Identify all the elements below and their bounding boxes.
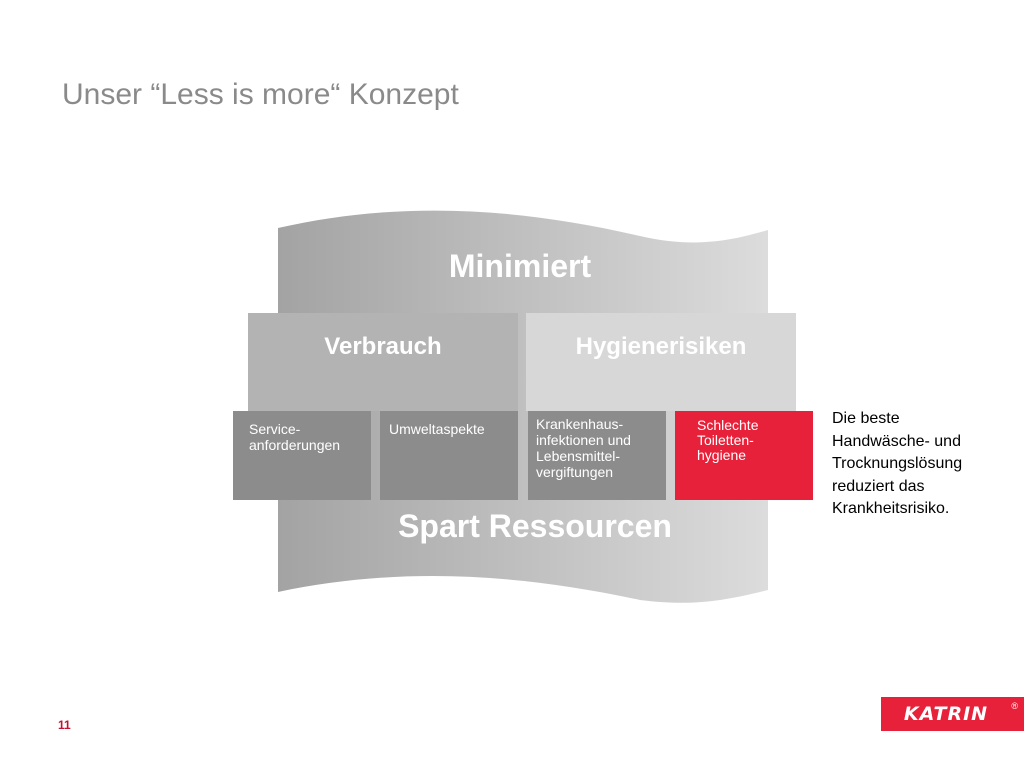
note-line: Die beste	[832, 410, 900, 427]
note-line: Handwäsche- und	[832, 432, 961, 450]
spart-ressourcen-label: Spart Ressourcen	[398, 508, 672, 544]
item-line: Toiletten-	[697, 432, 754, 448]
item-line: infektionen und	[536, 432, 631, 448]
panel-verbrauch-label: Verbrauch	[324, 333, 442, 360]
katrin-logo: KATRIN ®	[881, 697, 1024, 731]
item-line: vergiftungen	[536, 464, 614, 480]
page-number: 11	[58, 718, 71, 732]
note-text: Die beste Handwäsche- und Trocknungslösu…	[832, 408, 1017, 521]
item-umweltaspekte: Umweltaspekte	[380, 411, 518, 500]
logo-wordmark: KATRIN	[903, 703, 989, 725]
slide-title: Unser “Less is more“ Konzept	[62, 78, 459, 111]
note-line: Krankheitsrisiko.	[832, 500, 950, 517]
item-line: Schlechte	[697, 417, 759, 433]
item-serviceanforderungen: Service- anforderungen	[233, 411, 371, 500]
registered-mark: ®	[1011, 701, 1018, 711]
item-line: Umweltaspekte	[389, 421, 485, 437]
item-toilettenhygiene-highlight: Schlechte Toiletten- hygiene	[675, 411, 813, 500]
note-line: reduziert das	[832, 477, 925, 495]
note-line: Trocknungslösung	[832, 455, 963, 472]
item-line: Service-	[249, 421, 301, 437]
item-line: anforderungen	[249, 437, 341, 453]
minimiert-label: Minimiert	[448, 248, 592, 284]
panel-hygienerisiken: Hygienerisiken	[526, 313, 796, 411]
item-krankenhausinfektionen: Krankenhaus- infektionen und Lebensmitte…	[528, 411, 666, 500]
item-line: Lebensmittel-	[536, 448, 621, 464]
panel-hygienerisiken-label: Hygienerisiken	[575, 333, 747, 360]
panel-verbrauch: Verbrauch	[248, 313, 518, 411]
item-line: Krankenhaus-	[536, 416, 624, 432]
item-line: hygiene	[697, 447, 747, 463]
